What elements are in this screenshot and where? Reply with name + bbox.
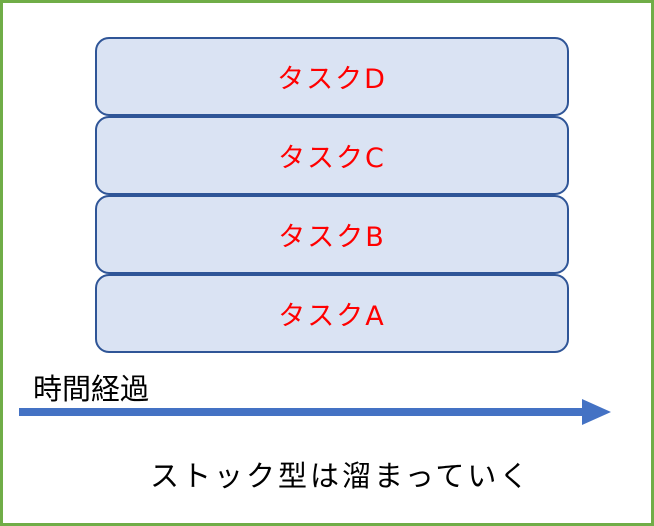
task-box-b: タスクB	[95, 195, 569, 274]
time-elapsed-label: 時間経過	[33, 372, 150, 406]
task-label: タスクD	[277, 64, 387, 95]
task-box-a: タスクA	[95, 274, 569, 353]
task-box-c: タスクC	[95, 116, 569, 195]
caption-text: ストック型は溜まっていく	[150, 459, 532, 493]
task-box-d: タスクD	[95, 37, 569, 116]
time-arrow-icon	[19, 399, 611, 425]
task-label: タスクA	[278, 301, 386, 332]
task-label: タスクB	[278, 222, 386, 253]
task-label: タスクC	[278, 143, 386, 174]
